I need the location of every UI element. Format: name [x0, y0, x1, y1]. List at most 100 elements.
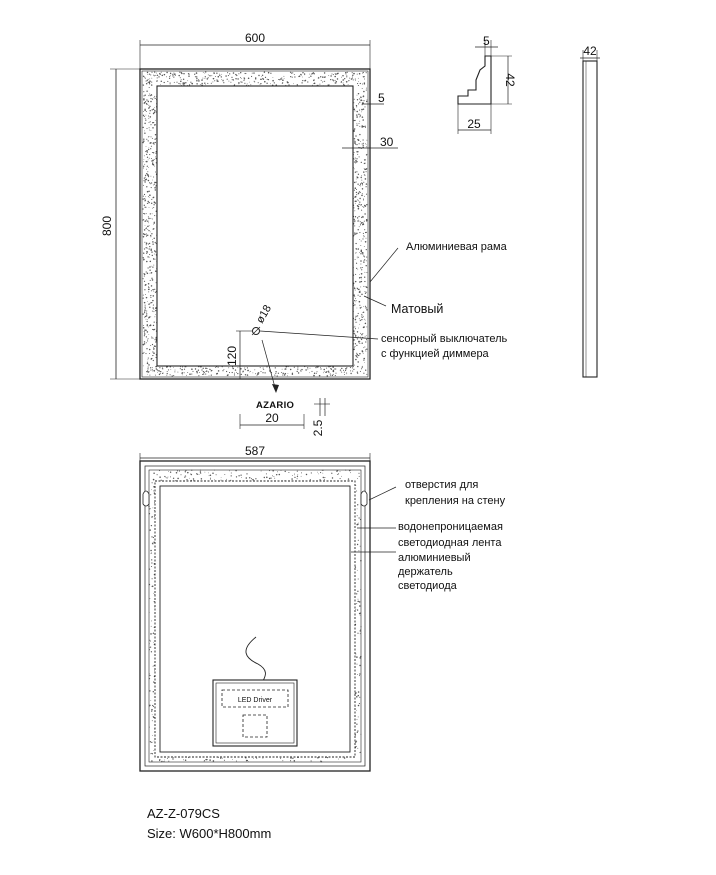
texture-dot	[153, 502, 156, 504]
texture-dot	[144, 200, 146, 202]
texture-dot	[356, 315, 359, 317]
texture-dot	[308, 76, 310, 78]
texture-dot	[165, 76, 167, 78]
texture-dot	[248, 81, 250, 83]
texture-dot	[144, 241, 146, 243]
texture-dot	[358, 291, 361, 293]
texture-dot	[151, 753, 154, 755]
texture-dot	[341, 475, 342, 477]
texture-dot	[149, 266, 151, 268]
texture-dot	[149, 105, 151, 108]
texture-dot	[149, 269, 151, 271]
texture-dot	[322, 469, 324, 472]
texture-dot	[221, 73, 223, 75]
texture-dot	[149, 183, 151, 185]
texture-dot	[149, 324, 151, 327]
texture-dot	[152, 355, 153, 357]
texture-dot	[257, 82, 259, 84]
texture-dot	[147, 289, 150, 291]
texture-dot	[202, 370, 205, 373]
texture-dot	[254, 81, 256, 83]
texture-dot	[359, 664, 361, 667]
texture-dot	[176, 470, 178, 472]
texture-dot	[148, 83, 151, 85]
texture-dot	[289, 368, 292, 371]
texture-dot	[196, 79, 198, 82]
texture-dot	[144, 220, 146, 222]
texture-dot	[364, 78, 365, 80]
texture-dot	[153, 371, 155, 372]
texture-dot	[359, 614, 361, 616]
texture-dot	[150, 272, 153, 274]
texture-dot	[356, 217, 359, 219]
texture-dot	[186, 479, 188, 481]
texture-dot	[317, 471, 318, 473]
texture-dot	[335, 80, 338, 83]
texture-dot	[357, 191, 359, 193]
texture-dot	[360, 267, 362, 269]
texture-dot	[150, 753, 152, 755]
texture-dot	[358, 143, 360, 145]
texture-dot	[240, 474, 242, 476]
texture-dot	[351, 76, 353, 78]
texture-dot	[222, 757, 223, 759]
texture-dot	[154, 270, 157, 273]
texture-dot	[155, 111, 157, 113]
profile-width-label: 25	[467, 117, 481, 131]
texture-dot	[147, 174, 150, 177]
texture-dot	[248, 761, 249, 763]
texture-dot	[150, 187, 152, 189]
texture-dot	[160, 71, 162, 73]
texture-dot	[328, 372, 330, 374]
texture-dot	[327, 370, 330, 372]
texture-dot	[361, 97, 362, 99]
texture-dot	[154, 107, 156, 108]
texture-dot	[150, 549, 152, 552]
texture-dot	[363, 159, 366, 161]
texture-dot	[273, 82, 275, 84]
texture-dot	[315, 366, 317, 369]
texture-dot	[195, 76, 197, 78]
texture-dot	[202, 77, 204, 79]
texture-dot	[309, 73, 311, 75]
texture-dot	[354, 328, 357, 330]
texture-dot	[154, 348, 155, 349]
texture-dot	[150, 175, 152, 177]
texture-dot	[144, 130, 145, 132]
texture-dot	[356, 99, 359, 101]
texture-dot	[150, 234, 152, 237]
texture-dot	[362, 198, 364, 200]
texture-dot	[148, 583, 151, 586]
texture-dot	[359, 696, 361, 698]
matte-label: Матовый	[391, 302, 443, 316]
texture-dot	[286, 81, 288, 83]
texture-dot	[143, 343, 146, 345]
texture-dot	[144, 163, 146, 165]
texture-dot	[152, 304, 154, 306]
texture-dot	[146, 361, 148, 363]
texture-dot	[356, 151, 358, 153]
texture-dot	[260, 370, 262, 373]
texture-dot	[363, 347, 365, 349]
texture-dot	[144, 109, 146, 112]
texture-dot	[353, 366, 354, 368]
texture-dot	[147, 99, 149, 101]
texture-dot	[144, 307, 146, 309]
texture-dot	[148, 303, 150, 305]
texture-dot	[354, 333, 356, 335]
texture-dot	[199, 371, 200, 373]
texture-dot	[365, 369, 367, 371]
texture-dot	[301, 76, 303, 78]
texture-dot	[363, 255, 365, 257]
texture-dot	[143, 335, 145, 337]
texture-dot	[354, 232, 356, 234]
texture-dot	[244, 368, 246, 371]
texture-dot	[346, 75, 348, 77]
texture-dot	[159, 374, 161, 376]
back-frame-texture	[148, 469, 362, 763]
texture-dot	[149, 279, 151, 281]
texture-dot	[146, 301, 148, 302]
texture-dot	[256, 374, 258, 376]
profile-height-label: 42	[503, 73, 517, 87]
texture-dot	[364, 346, 366, 348]
